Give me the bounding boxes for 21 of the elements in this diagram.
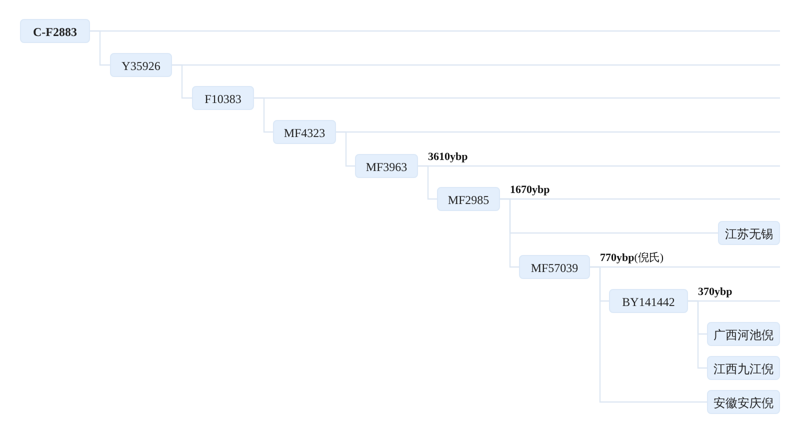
age-label: 1670ybp [510,184,550,197]
age-label: 3610ybp [428,151,468,164]
node-box: 广西河池倪 [707,322,780,346]
age-label: 770ybp(倪氏) [600,252,664,265]
node-box: 安徽安庆倪 [707,390,780,414]
node-box: MF4323 [273,120,336,144]
node-box: Y35926 [110,53,172,77]
node-box: MF2985 [437,187,500,211]
connector-line [418,165,437,200]
age-label: 370ybp [698,286,732,299]
node-box: BY141442 [609,289,688,313]
node-box: C-F2883 [20,19,90,43]
node-box: MF3963 [355,154,418,178]
node-box: F10383 [192,86,254,110]
node-box: 江苏无锡 [718,221,780,245]
connector-line [254,97,273,133]
connector-line [336,131,355,167]
connector-line [90,30,110,66]
connector-line [172,64,192,99]
node-box: MF57039 [519,255,590,279]
node-box: 江西九江倪 [707,356,780,380]
